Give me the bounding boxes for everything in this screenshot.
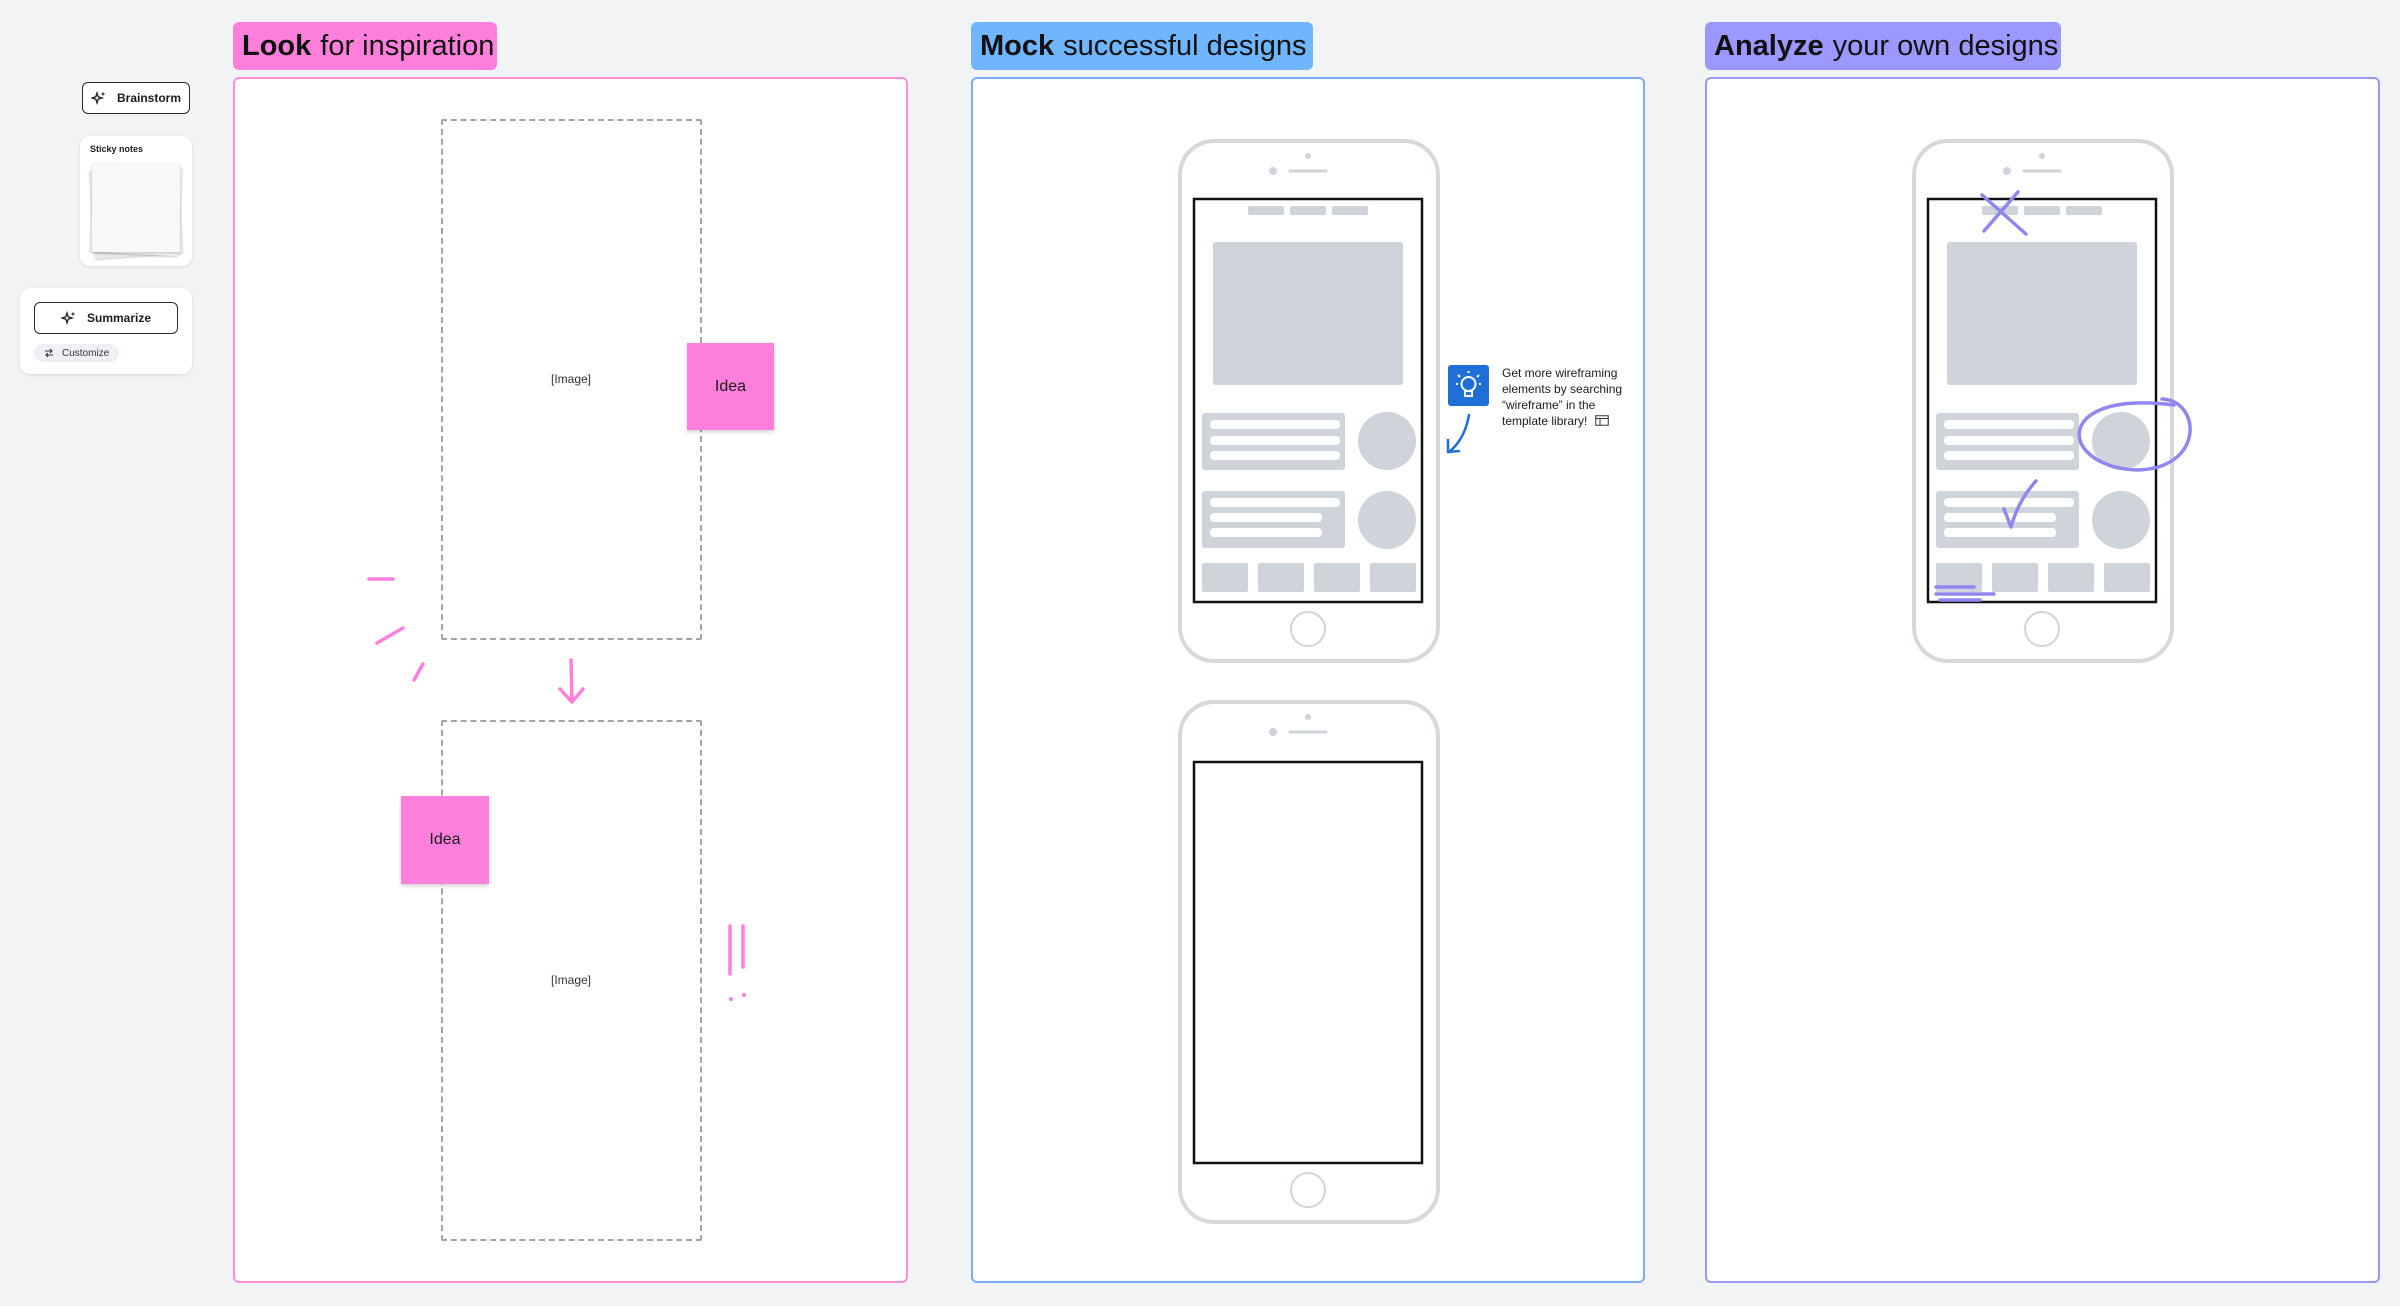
sparkle-icon [90, 90, 106, 106]
tip-text: Get more wireframing elements by searchi… [1502, 365, 1626, 429]
image-placeholder-bottom[interactable] [441, 720, 702, 1241]
template-icon [1594, 415, 1609, 426]
tip-curved-arrow [1446, 413, 1471, 454]
swap-arrows-icon [45, 348, 53, 358]
pink-doodles [367, 577, 746, 1001]
section-title-rest: for inspiration [320, 29, 495, 62]
exclamation-doodle [728, 924, 745, 976]
sticky-note-idea[interactable]: Idea [401, 796, 489, 884]
sticky-stack-front [92, 164, 180, 252]
sticky-notes-card[interactable]: Sticky notes [80, 136, 192, 266]
section-title-mock: Mock successful designs [971, 22, 1313, 70]
summarize-button[interactable]: Summarize [34, 302, 178, 334]
summarize-card: Summarize Customize [20, 288, 192, 374]
customize-label: Customize [62, 347, 110, 359]
phone-wireframe-annotated[interactable] [1912, 139, 2174, 663]
section-title-rest: your own designs [1832, 29, 2059, 62]
image-placeholder-label: [Image] [551, 973, 592, 987]
tip-lightbulb-badge[interactable] [1448, 365, 1489, 406]
sticky-notes-label: Sticky notes [90, 144, 144, 154]
phone-wireframe-blank[interactable] [1178, 700, 1440, 1224]
sparkle-icon [60, 310, 76, 326]
section-title-inspiration: Look for inspiration [233, 22, 497, 70]
checkmark-doodle [2002, 479, 2038, 529]
lightbulb-icon [1456, 371, 1481, 397]
section-title-bold: Mock [980, 29, 1055, 62]
down-arrow-doodle [558, 658, 585, 704]
sticky-note-idea[interactable]: Idea [687, 343, 774, 430]
section-title-rest: successful designs [1063, 29, 1307, 62]
burst-doodle [367, 577, 425, 682]
section-title-bold: Look [242, 29, 312, 62]
brainstorm-label: Brainstorm [116, 91, 181, 105]
circle-doodle [2077, 397, 2192, 472]
customize-chip[interactable]: Customize [34, 344, 120, 362]
tip-message: Get more wireframing elements by searchi… [1502, 366, 1623, 428]
purple-annotations [1934, 190, 2192, 602]
section-title-analyze: Analyze your own designs [1705, 22, 2061, 70]
image-placeholder-label: [Image] [551, 372, 592, 386]
section-title-bold: Analyze [1714, 29, 1824, 62]
summarize-label: Summarize [86, 311, 152, 325]
x-mark-doodle [1980, 193, 2028, 236]
brainstorm-button[interactable]: Brainstorm [82, 82, 190, 114]
phone-wireframe-detailed[interactable] [1178, 139, 1440, 663]
